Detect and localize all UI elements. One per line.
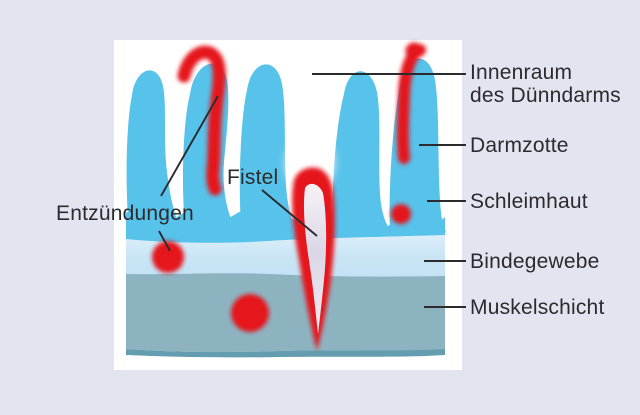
leader-entzuendungen-upper: [160, 95, 219, 197]
label-schleimhaut: Schleimhaut: [470, 190, 588, 213]
label-innenraum-line1: Innenraum: [470, 61, 573, 84]
villus-1: [126, 70, 181, 234]
label-innenraum-line2: des Dünndarms: [470, 84, 621, 107]
villus-3: [239, 64, 295, 227]
inflammation-streak-left: [177, 45, 226, 196]
muscle-base-line: [126, 349, 445, 358]
inflammation-spot-mucosa: [391, 204, 411, 224]
inflammation-spot-muscle: [231, 294, 269, 332]
inflammation-group: [152, 42, 426, 332]
leader-lines: [158, 73, 466, 308]
label-innenraum: Innenraum des Dünndarms: [470, 61, 621, 107]
villus-4: [332, 71, 389, 228]
fistula-channel: [303, 183, 327, 334]
label-fistel: Fistel: [227, 166, 279, 189]
label-bindegewebe: Bindegewebe: [470, 250, 600, 273]
label-darmzotte: Darmzotte: [470, 134, 569, 157]
connective-tissue-layer: [126, 235, 445, 278]
leader-fistel: [261, 189, 318, 237]
label-muskelschicht: Muskelschicht: [470, 296, 605, 319]
inflammation-spot-connective: [152, 241, 184, 273]
label-entzuendungen: Entzündungen: [56, 202, 194, 225]
muscle-layer: [126, 273, 445, 353]
leader-entzuendungen-lower: [158, 230, 171, 252]
inflammation-streak-right: [396, 44, 426, 164]
